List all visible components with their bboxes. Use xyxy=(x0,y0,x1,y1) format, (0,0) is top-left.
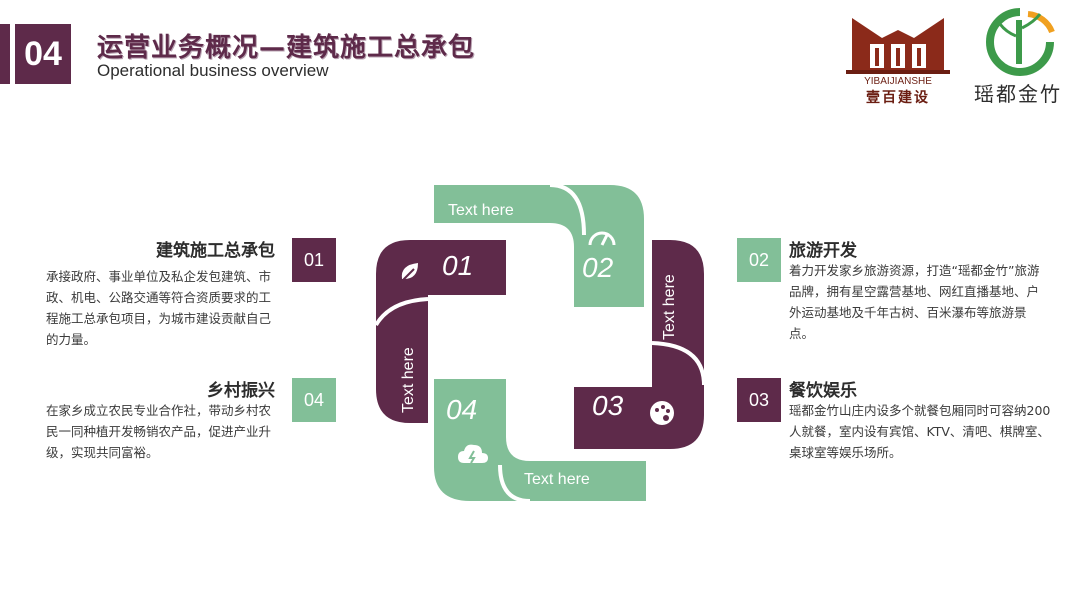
section-03-body: 瑶都金竹山庄内设多个就餐包厢同时可容纳200人就餐，室内设有宾馆、KTV、清吧、… xyxy=(789,403,1051,460)
diagram-text-left: Text here xyxy=(400,347,417,413)
section-02-body: 着力开发家乡旅游资源，打造“瑶都金竹”旅游品牌，拥有星空露营基地、网红直播基地、… xyxy=(789,263,1040,341)
section-01-title: 建筑施工总承包 xyxy=(156,241,275,261)
diagram-text-right: Text here xyxy=(661,274,678,340)
logo-en-text: YIBAIJIANSHE xyxy=(864,76,932,87)
diagram-label-02: 02 xyxy=(582,252,614,283)
yibai-logo-icon xyxy=(846,18,950,74)
diagram-arm-04 xyxy=(434,379,646,501)
section-04-title: 乡村振兴 xyxy=(207,381,275,401)
logo2-cn-text: 瑶都金竹 xyxy=(974,82,1062,106)
logo-cn-text: 壹百建设 xyxy=(866,90,930,106)
page-title: 运营业务概况—建筑施工总承包 xyxy=(97,33,476,63)
section-01-number-badge: 01 xyxy=(292,238,336,282)
page-subtitle: Operational business overview xyxy=(97,61,329,80)
header-accent-bar xyxy=(0,24,10,84)
diagram-label-04: 04 xyxy=(446,394,477,425)
section-02-number-badge: 02 xyxy=(737,238,781,282)
palette-icon xyxy=(650,401,674,425)
cross-diagram: 01 02 03 04 Text here Text here Text her… xyxy=(374,183,706,503)
section-01-body: 承接政府、事业单位及私企发包建筑、市政、机电、公路交通等符合资质要求的工程施工总… xyxy=(46,269,272,347)
diagram-label-01: 01 xyxy=(442,250,473,281)
diagram-arm-03 xyxy=(574,240,704,449)
diagram-label-03: 03 xyxy=(592,390,624,421)
cloud-icon xyxy=(458,444,488,464)
diagram-text-top: Text here xyxy=(448,202,514,219)
leaf-icon xyxy=(401,263,418,282)
section-03-number-badge: 03 xyxy=(737,378,781,422)
diagram-arm-01 xyxy=(376,240,506,423)
section-02-title: 旅游开发 xyxy=(789,241,857,261)
diagram-arm-02 xyxy=(434,185,644,307)
section-04-body: 在家乡成立农民专业合作社，带动乡村农民一同种植开发畅销农产品，促进产业升级，实现… xyxy=(46,403,272,460)
bamboo-logo-icon xyxy=(986,8,1055,76)
section-number: 04 xyxy=(15,24,71,84)
section-04-number-badge: 04 xyxy=(292,378,336,422)
section-03-title: 餐饮娱乐 xyxy=(789,381,857,401)
gauge-icon xyxy=(588,231,616,246)
diagram-text-bottom: Text here xyxy=(524,471,590,488)
